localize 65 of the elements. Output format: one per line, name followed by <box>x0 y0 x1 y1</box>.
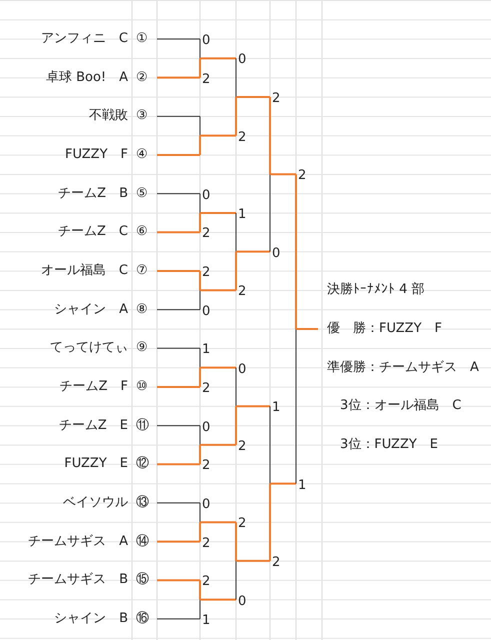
seed-number: ⑧ <box>136 302 148 318</box>
score: 0 <box>202 496 210 513</box>
score: 0 <box>202 33 210 49</box>
team-name: ベイソウル <box>63 494 128 511</box>
seed-number: ⑨ <box>136 340 148 356</box>
seed-number: ⑦ <box>136 262 148 279</box>
team-name: 卓球 Boo! A <box>46 70 128 86</box>
team-name: チームサギス B <box>28 572 128 588</box>
team-name: FUZZY F <box>65 146 128 163</box>
seed-number: ⑫ <box>136 456 149 472</box>
score: 1 <box>202 342 210 358</box>
team-name: シャイン A <box>54 302 128 318</box>
score: 2 <box>202 226 210 242</box>
score: 1 <box>272 400 280 416</box>
team-name: チームZ B <box>58 186 128 202</box>
score: 2 <box>272 90 280 107</box>
score: 2 <box>202 72 210 88</box>
score: 2 <box>202 536 210 552</box>
result-line: 3位：FUZZY E <box>340 437 438 453</box>
seed-number: ③ <box>136 108 148 124</box>
team-name: シャイン B <box>54 610 128 627</box>
score: 0 <box>202 188 210 204</box>
seed-number: ⑯ <box>136 610 149 627</box>
score: 2 <box>202 380 210 397</box>
score: 1 <box>202 612 210 629</box>
seed-number: ⑤ <box>136 186 148 202</box>
result-line: 優 勝：FUZZY F <box>327 321 442 337</box>
team-name: 不戦敗 <box>89 108 128 124</box>
seed-number: ⑭ <box>136 534 149 550</box>
result-line: 3位：オール福島 C <box>340 398 462 414</box>
score: 2 <box>238 438 246 455</box>
score: 2 <box>272 554 280 571</box>
team-name: チームZ E <box>58 418 128 434</box>
score: 2 <box>298 168 306 184</box>
score: 0 <box>238 594 246 610</box>
team-name: てってけてぃ <box>50 340 128 356</box>
score: 2 <box>202 264 210 281</box>
seed-number: ⑩ <box>136 378 148 395</box>
seed-number: ⑮ <box>136 572 149 588</box>
score: 2 <box>238 284 246 300</box>
score: 0 <box>238 52 246 68</box>
team-name: チームZ F <box>60 378 128 395</box>
seed-number: ① <box>136 31 148 47</box>
score: 2 <box>202 574 210 590</box>
score: 0 <box>238 362 246 378</box>
seed-number: ⑥ <box>136 224 148 240</box>
team-name: オール福島 C <box>40 262 128 279</box>
score: 1 <box>238 206 246 223</box>
team-name: アンフィニ C <box>40 31 128 47</box>
heading: 決勝ﾄｰﾅﾒﾝﾄ 4 部 <box>327 282 425 298</box>
score: 0 <box>202 420 210 436</box>
result-line: 準優勝：チームサギス A <box>327 360 479 376</box>
score: 2 <box>238 516 246 532</box>
score: 1 <box>298 478 306 494</box>
seed-number: ⑬ <box>136 494 149 511</box>
score: 2 <box>202 458 210 474</box>
score: 0 <box>202 304 210 320</box>
seed-number: ④ <box>136 146 148 163</box>
score: 0 <box>272 246 280 262</box>
seed-number: ⑪ <box>136 418 149 434</box>
score: 2 <box>238 130 246 146</box>
team-name: FUZZY E <box>64 456 128 472</box>
team-name: チームサギス A <box>28 534 128 550</box>
seed-number: ② <box>136 70 148 86</box>
team-name: チームZ C <box>58 224 128 240</box>
